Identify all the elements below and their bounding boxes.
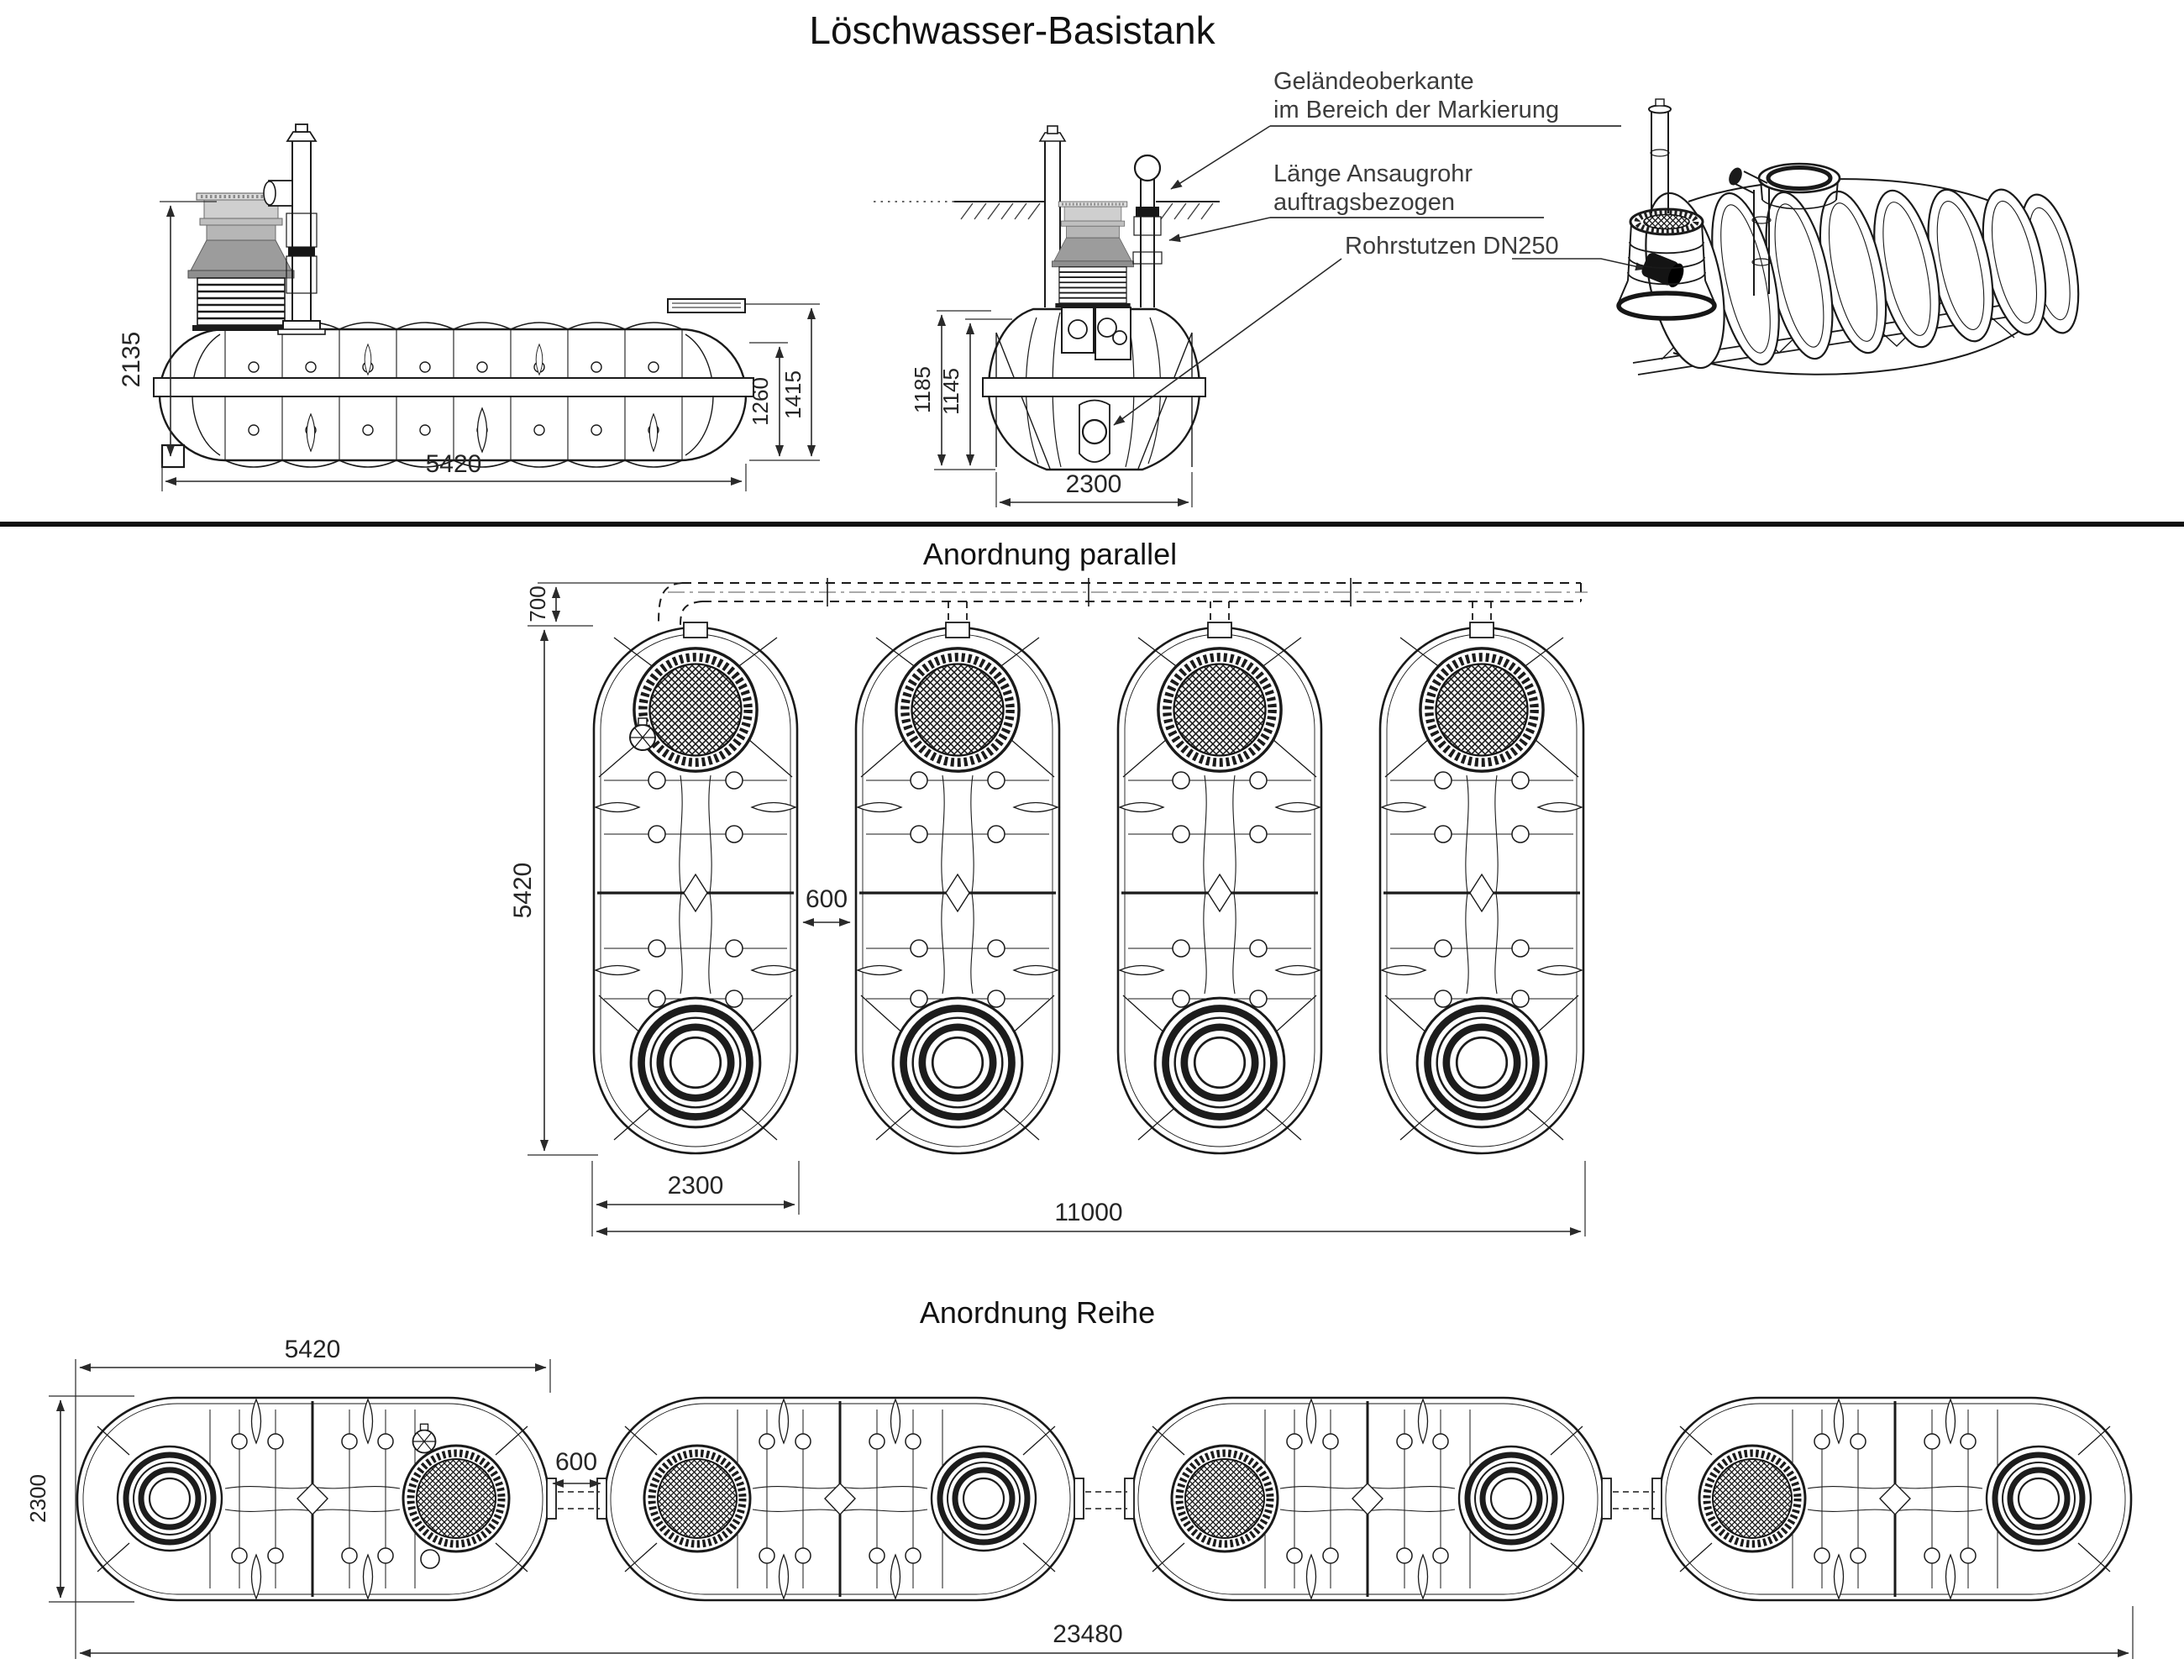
leader-nozzle-left — [1113, 258, 1342, 426]
row-heading: Anordnung Reihe — [920, 1295, 1155, 1330]
manhole-ring-t1 — [118, 1446, 222, 1551]
vent-pipe-front — [1038, 125, 1067, 307]
side-view-dimensions: 2135 5420 1260 1415 — [118, 201, 820, 491]
connection-lines — [558, 1491, 1655, 1509]
parallel-tank-3 — [1118, 622, 1321, 1153]
dome-grate-t2 — [644, 1446, 750, 1551]
dim-row-2300: 2300 — [25, 1474, 50, 1523]
dim-parallel-700: 700 — [525, 585, 550, 622]
dim-parallel-600: 600 — [806, 885, 848, 913]
dome-grate-t4 — [1699, 1446, 1805, 1551]
manhole-ring-t4 — [1987, 1446, 2091, 1551]
dim-row-600: 600 — [555, 1448, 597, 1476]
front-view: 1185 1145 2300 Geländeoberkante im Berei… — [874, 68, 1647, 507]
nozzle-dn250 — [1081, 418, 1108, 445]
dim-side-length: 5420 — [426, 450, 482, 478]
parallel-tank-4 — [1380, 622, 1583, 1153]
front-view-dimensions: 1185 1145 2300 — [910, 310, 1193, 507]
leader-ground — [1170, 125, 1271, 190]
nozzle-stub-iso — [1641, 253, 1684, 288]
label-ground-line2: im Bereich der Markierung — [1273, 97, 1559, 123]
label-ground-line1: Geländeoberkante — [1273, 68, 1474, 95]
parallel-heading: Anordnung parallel — [923, 537, 1177, 571]
dome-shaft-iso — [1616, 207, 1717, 321]
label-nozzle: Rohrstutzen DN250 — [1345, 233, 1559, 260]
label-suction-line2: auftragsbezogen — [1273, 189, 1455, 216]
row-arrangement: Anordnung Reihe 5420 2300 600 23480 — [25, 1295, 2134, 1659]
dim-side-height: 2135 — [118, 332, 145, 388]
leader-nozzle-right — [1512, 258, 1647, 271]
parallel-tank-2 — [856, 622, 1059, 1153]
dim-row-23480: 23480 — [1053, 1620, 1122, 1648]
manhole-ring-t3 — [1459, 1446, 1563, 1551]
parallel-tank-1 — [594, 622, 797, 1153]
vent-pipe-iso — [1648, 98, 1672, 213]
parallel-dimensions: 700 5420 600 2300 11000 — [509, 582, 1586, 1236]
dim-front-1145: 1145 — [938, 368, 963, 415]
dim-parallel-5420: 5420 — [509, 863, 537, 919]
dim-parallel-2300: 2300 — [668, 1172, 724, 1200]
connector-tabs — [546, 1478, 1662, 1520]
manifold-pipe — [658, 578, 1588, 627]
dim-side-1260: 1260 — [748, 377, 773, 426]
ground-hatch — [960, 202, 1214, 220]
dome-grate-t1 — [403, 1446, 509, 1551]
suction-pipe-iso — [1729, 167, 1772, 296]
right-end-cover — [667, 298, 746, 313]
parallel-arrangement: Anordnung parallel 700 5420 600 2300 110… — [509, 537, 1588, 1236]
tank-mid-band — [153, 377, 754, 397]
dim-front-width: 2300 — [1066, 470, 1122, 498]
annotations: Geländeoberkante im Bereich der Markieru… — [1113, 68, 1647, 426]
dome-shaft — [186, 192, 296, 333]
page-title: Löschwasser-Basistank — [809, 8, 1215, 52]
dim-side-1415: 1415 — [780, 370, 806, 419]
dim-front-1185: 1185 — [910, 366, 935, 413]
dome-shaft-front — [1050, 200, 1136, 309]
dim-row-5420: 5420 — [285, 1336, 341, 1363]
saddle-frame — [995, 332, 1193, 470]
anchor-lug — [160, 444, 186, 469]
leader-suction — [1168, 217, 1271, 243]
dim-parallel-11000: 11000 — [1054, 1199, 1122, 1226]
label-suction-line1: Länge Ansaugrohr — [1273, 160, 1473, 187]
vent-pipe-side — [263, 123, 326, 335]
manhole-ring-t2 — [932, 1446, 1036, 1551]
suction-pipe — [1132, 154, 1163, 307]
row-dimensions: 5420 2300 600 23480 — [25, 1336, 2134, 1659]
dome-grate-t3 — [1172, 1446, 1278, 1551]
iso-view — [1616, 98, 2080, 375]
side-view: 2135 5420 1260 1415 — [118, 123, 820, 491]
tank-ribs-iso — [1645, 188, 2047, 370]
